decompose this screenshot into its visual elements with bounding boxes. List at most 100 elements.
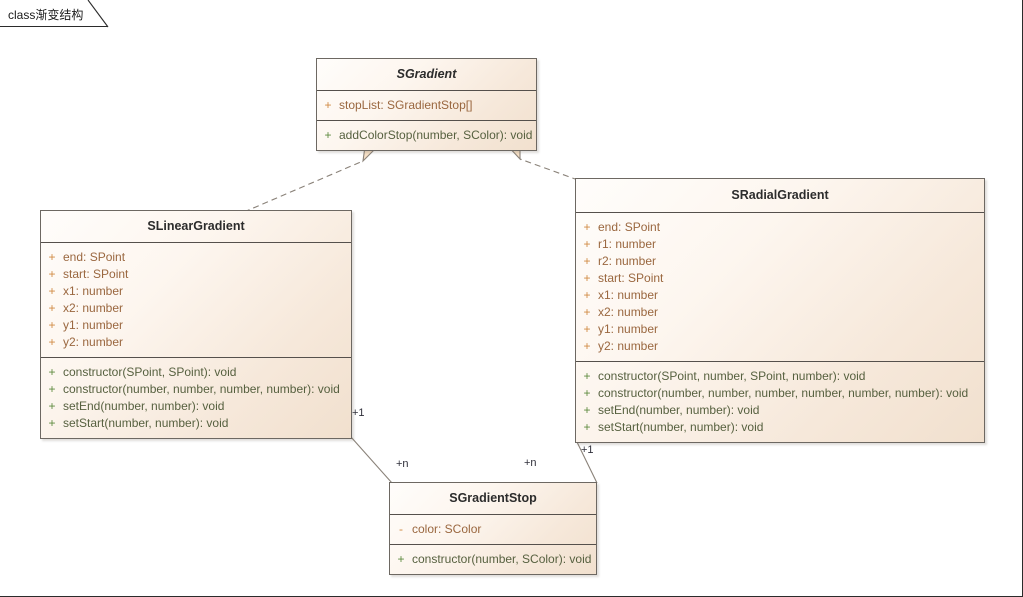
multiplicity-radial-end: +1: [581, 444, 594, 456]
operation-label: constructor(SPoint, SPoint): void: [63, 365, 237, 379]
operation-label: constructor(number, SColor): void: [412, 552, 592, 566]
operation-row: + constructor(number, number, number, nu…: [41, 381, 351, 398]
attribute-row: + r1: number: [576, 236, 984, 253]
attribute-row: + x2: number: [41, 300, 351, 317]
visibility-marker: +: [583, 220, 591, 234]
operation-label: constructor(number, number, number, numb…: [63, 382, 340, 396]
operation-row: + addColorStop(number, SColor): void: [317, 127, 536, 144]
attribute-label: y2: number: [63, 335, 124, 349]
visibility-marker: +: [583, 420, 591, 434]
diagram-title-label: class渐变结构: [8, 8, 84, 22]
attribute-label: color: SColor: [412, 522, 482, 536]
operation-row: + constructor(SPoint, SPoint): void: [41, 364, 351, 381]
realization-line-radial: [519, 158, 579, 181]
attribute-row: + start: SPoint: [41, 266, 351, 283]
attribute-row: + end: SPoint: [41, 249, 351, 266]
attribute-label: start: SPoint: [598, 271, 664, 285]
attributes-section-sgradient: + stopList: SGradientStop[]: [317, 91, 536, 121]
attribute-row: + x1: number: [576, 287, 984, 304]
operation-label: setEnd(number, number): void: [598, 403, 760, 417]
visibility-marker: +: [48, 335, 56, 349]
realization-line-linear: [243, 160, 364, 213]
visibility-marker: +: [48, 382, 56, 396]
operations-section-sgradient: + addColorStop(number, SColor): void: [317, 121, 536, 150]
visibility-marker: +: [48, 318, 56, 332]
attribute-row: + stopList: SGradientStop[]: [317, 97, 536, 114]
attribute-row: + y2: number: [576, 338, 984, 355]
operation-label: setStart(number, number): void: [63, 416, 229, 430]
attribute-row: + y1: number: [576, 321, 984, 338]
attribute-row: + r2: number: [576, 253, 984, 270]
class-box-slineargradient[interactable]: SLinearGradient + end: SPoint + start: S…: [40, 210, 352, 439]
attribute-label: start: SPoint: [63, 267, 129, 281]
operation-row: + setEnd(number, number): void: [41, 398, 351, 415]
operation-label: addColorStop(number, SColor): void: [339, 128, 533, 142]
class-title-sradialgradient: SRadialGradient: [576, 179, 984, 213]
attributes-section-slineargradient: + end: SPoint + start: SPoint + x1: numb…: [41, 243, 351, 358]
operation-label: setStart(number, number): void: [598, 420, 764, 434]
attribute-label: y2: number: [598, 339, 659, 353]
visibility-marker: -: [399, 522, 403, 536]
operation-row: + constructor(number, SColor): void: [390, 551, 596, 568]
visibility-marker: +: [583, 271, 591, 285]
operation-label: constructor(SPoint, number, SPoint, numb…: [598, 369, 866, 383]
attribute-label: x2: number: [63, 301, 124, 315]
visibility-marker: +: [324, 98, 332, 112]
class-title-sgradientstop: SGradientStop: [390, 483, 596, 515]
operation-row: + setStart(number, number): void: [576, 419, 984, 436]
attribute-row: + x1: number: [41, 283, 351, 300]
attribute-row: + end: SPoint: [576, 219, 984, 236]
visibility-marker: +: [48, 365, 56, 379]
visibility-marker: +: [48, 250, 56, 264]
class-title-slineargradient: SLinearGradient: [41, 211, 351, 243]
class-box-sradialgradient[interactable]: SRadialGradient + end: SPoint + r1: numb…: [575, 178, 985, 443]
association-line-linear-stops: [350, 436, 393, 484]
attribute-row: - color: SColor: [390, 521, 596, 538]
visibility-marker: +: [48, 416, 56, 430]
visibility-marker: +: [48, 399, 56, 413]
visibility-marker: +: [583, 322, 591, 336]
visibility-marker: +: [397, 552, 405, 566]
attribute-label: r2: number: [598, 254, 657, 268]
attribute-label: x1: number: [598, 288, 659, 302]
visibility-marker: +: [583, 369, 591, 383]
attribute-label: x2: number: [598, 305, 659, 319]
visibility-marker: +: [583, 254, 591, 268]
attributes-section-sgradientstop: - color: SColor: [390, 515, 596, 545]
visibility-marker: +: [48, 301, 56, 315]
attribute-label: end: SPoint: [598, 220, 661, 234]
class-box-sgradient[interactable]: SGradient + stopList: SGradientStop[] + …: [316, 58, 537, 151]
multiplicity-stop-left: +n: [396, 458, 409, 470]
operation-row: + setEnd(number, number): void: [576, 402, 984, 419]
operations-section-sradialgradient: + constructor(SPoint, number, SPoint, nu…: [576, 362, 984, 442]
visibility-marker: +: [583, 237, 591, 251]
visibility-marker: +: [583, 339, 591, 353]
visibility-marker: +: [583, 305, 591, 319]
operations-section-sgradientstop: + constructor(number, SColor): void: [390, 545, 596, 574]
visibility-marker: +: [583, 288, 591, 302]
attribute-label: x1: number: [63, 284, 124, 298]
class-title-sgradient: SGradient: [317, 59, 536, 91]
operation-row: + constructor(number, number, number, nu…: [576, 385, 984, 402]
class-box-sgradientstop[interactable]: SGradientStop - color: SColor + construc…: [389, 482, 597, 575]
visibility-marker: +: [583, 386, 591, 400]
attribute-label: stopList: SGradientStop[]: [339, 98, 473, 112]
attribute-label: y1: number: [598, 322, 659, 336]
visibility-marker: +: [583, 403, 591, 417]
visibility-marker: +: [324, 128, 332, 142]
attribute-row: + y1: number: [41, 317, 351, 334]
attribute-label: r1: number: [598, 237, 657, 251]
attribute-row: + x2: number: [576, 304, 984, 321]
attribute-label: y1: number: [63, 318, 124, 332]
attribute-row: + y2: number: [41, 334, 351, 351]
operation-row: + setStart(number, number): void: [41, 415, 351, 432]
multiplicity-stop-right: +n: [524, 457, 537, 469]
operations-section-slineargradient: + constructor(SPoint, SPoint): void + co…: [41, 358, 351, 438]
attributes-section-sradialgradient: + end: SPoint + r1: number + r2: number …: [576, 213, 984, 362]
attribute-label: end: SPoint: [63, 250, 126, 264]
operation-label: constructor(number, number, number, numb…: [598, 386, 969, 400]
visibility-marker: +: [48, 267, 56, 281]
attribute-row: + start: SPoint: [576, 270, 984, 287]
multiplicity-linear-end: +1: [352, 407, 365, 419]
